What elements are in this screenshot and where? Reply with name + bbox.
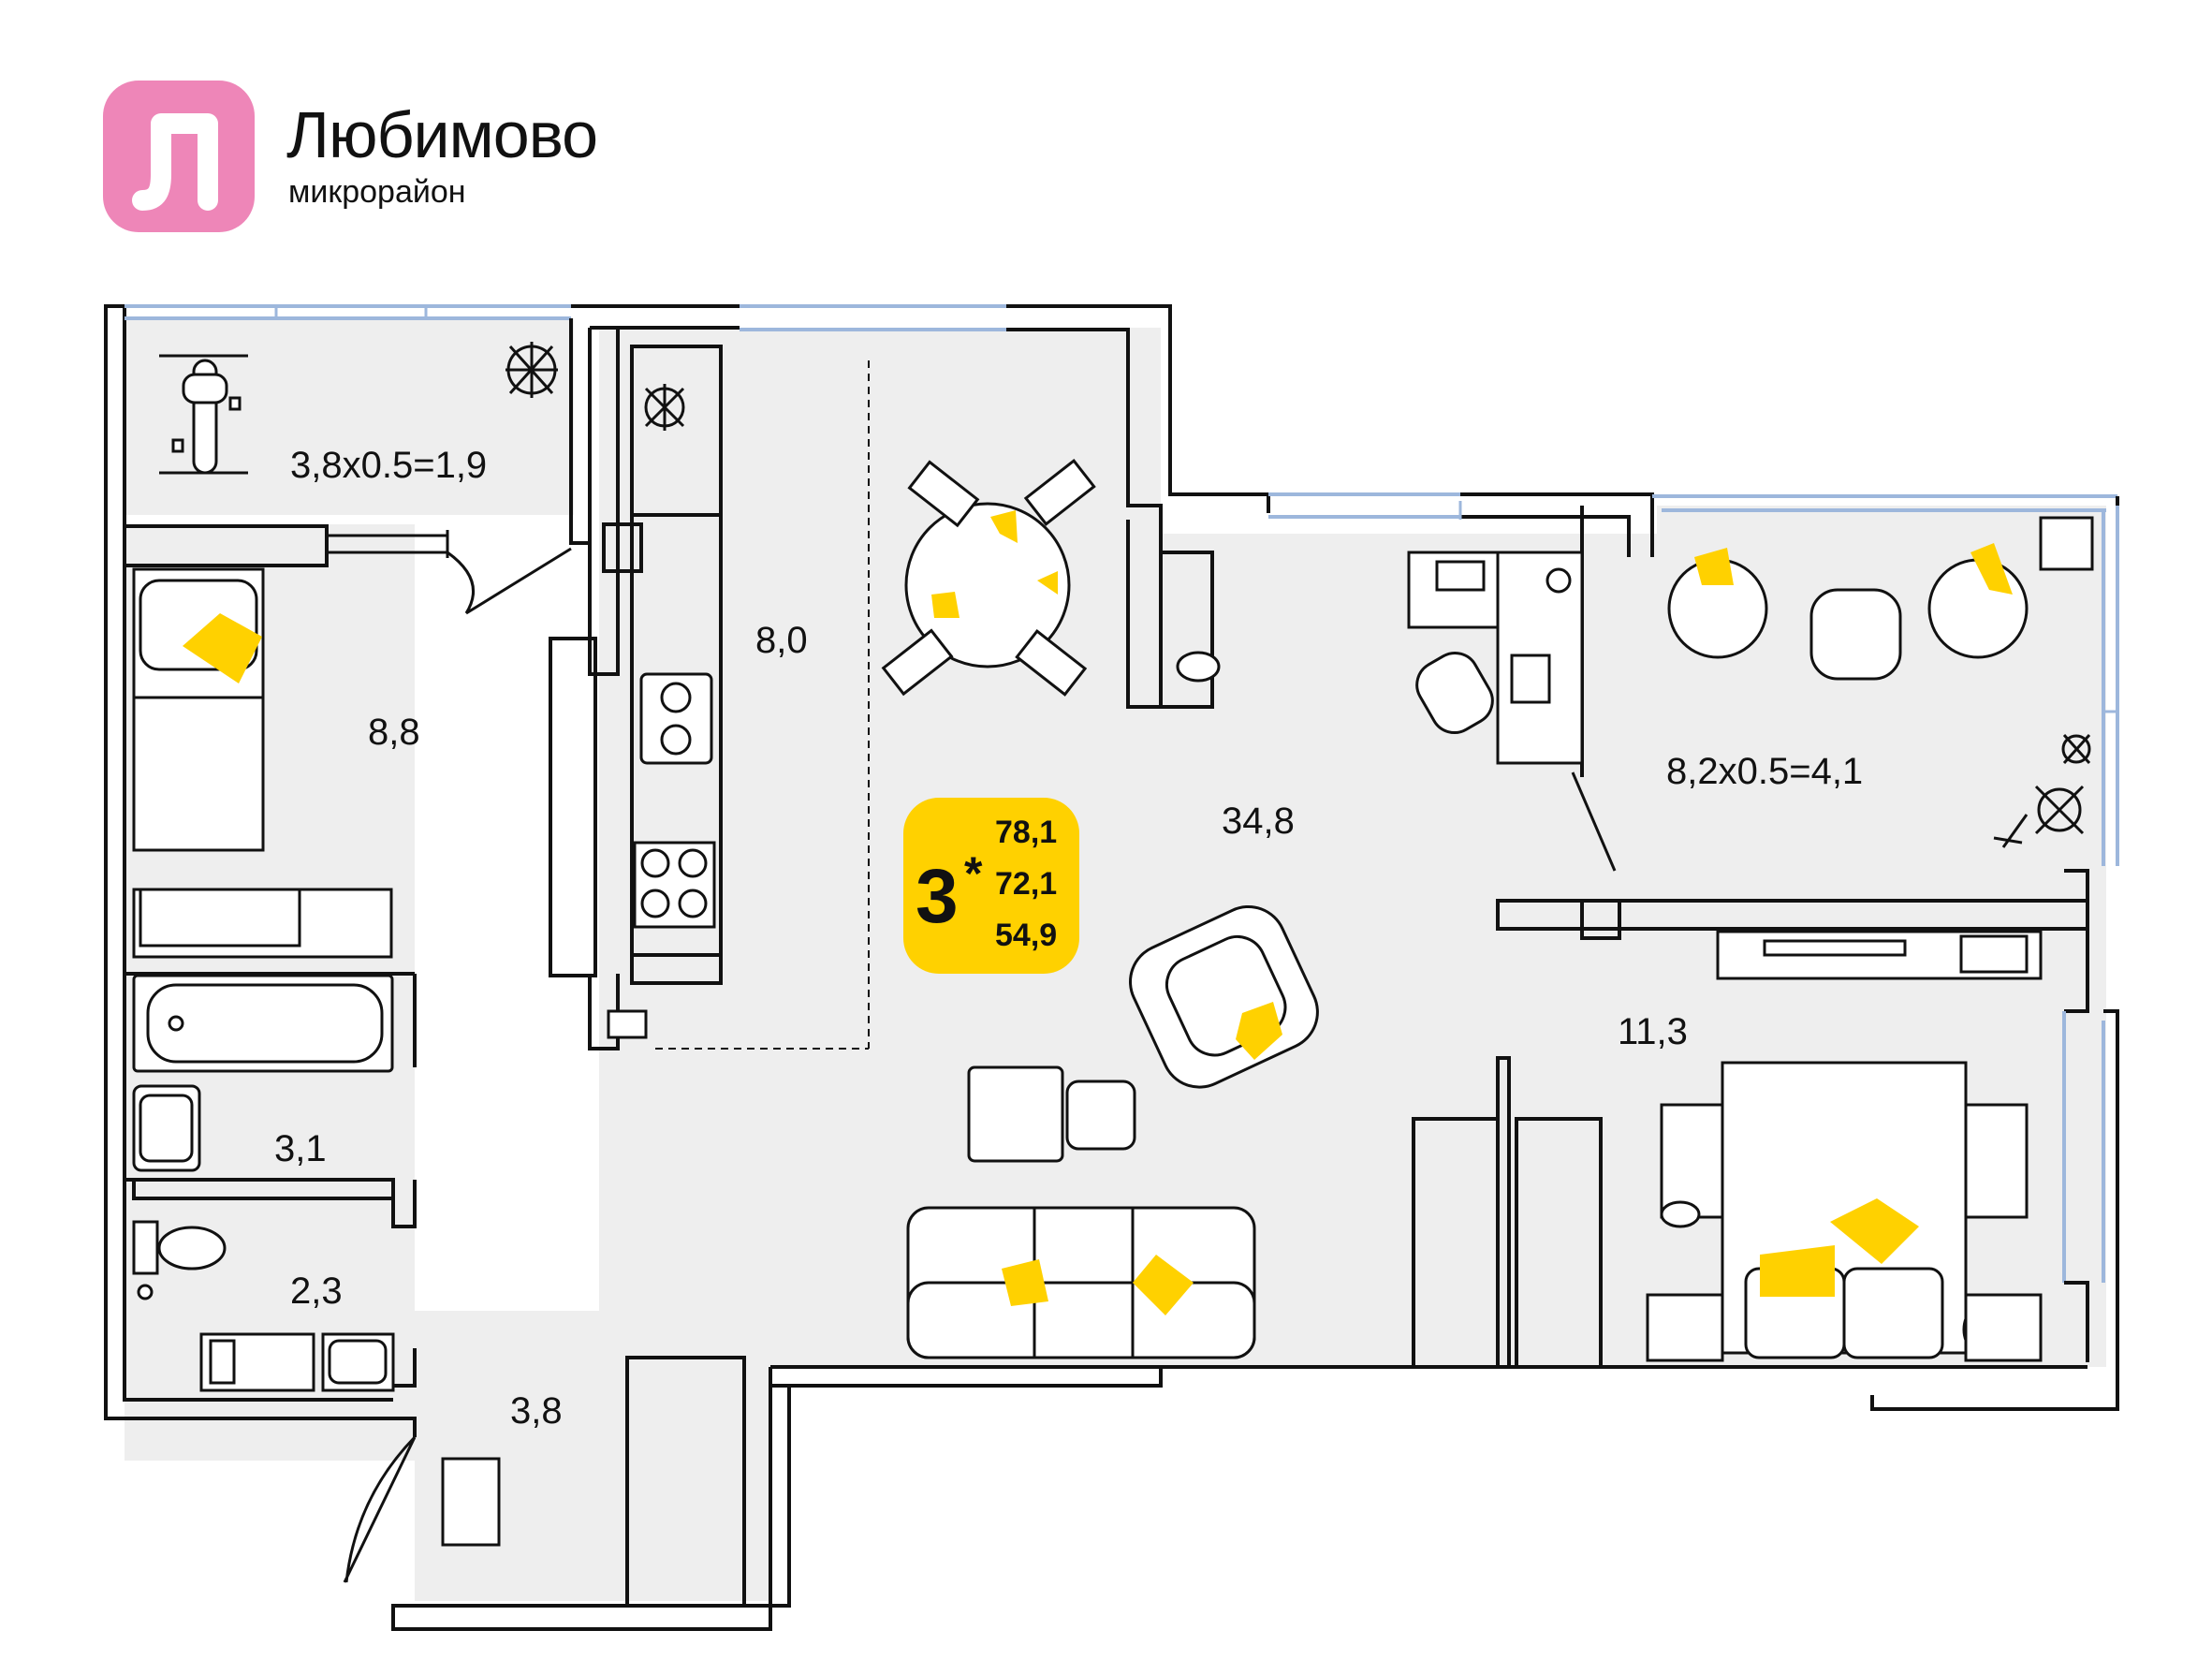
room-label-bedroom-small: 8,8 bbox=[368, 712, 420, 753]
area-reduced: 72,1 bbox=[995, 866, 1057, 902]
room-label-hallway: 3,8 bbox=[510, 1390, 563, 1432]
logo-letter-icon bbox=[132, 113, 218, 211]
walls bbox=[104, 304, 2119, 1631]
brand-subtitle: микрорайон bbox=[288, 174, 466, 210]
exercise-bike-icon bbox=[159, 354, 248, 475]
rooms-count: 3 bbox=[916, 854, 959, 939]
brand-logo bbox=[103, 81, 255, 232]
apartment-badge: 3 * 78,1 72,1 54,9 bbox=[903, 798, 1079, 974]
rooms-mark: * bbox=[964, 847, 983, 900]
bed-icon bbox=[132, 567, 265, 852]
brand-name: Любимово bbox=[286, 98, 598, 171]
room-labels: 3,8x0.5=1,9 8,8 8,0 34,8 8,2x0.5=4,1 11,… bbox=[274, 445, 1863, 1432]
room-label-balcony-right: 8,2x0.5=4,1 bbox=[1666, 751, 1863, 792]
room-label-bedroom-master: 11,3 bbox=[1618, 1011, 1688, 1052]
area-total: 78,1 bbox=[995, 815, 1057, 850]
plant-icon bbox=[505, 342, 558, 398]
room-label-kitchen: 8,0 bbox=[755, 620, 808, 661]
window-ticks bbox=[274, 306, 2117, 713]
room-label-living: 34,8 bbox=[1222, 801, 1295, 842]
room-label-bathroom: 3,1 bbox=[274, 1128, 327, 1169]
furniture bbox=[132, 354, 2094, 1547]
plant-icon bbox=[1993, 785, 2085, 848]
room-label-toilet: 2,3 bbox=[290, 1271, 343, 1312]
room-label-balcony-left: 3,8x0.5=1,9 bbox=[290, 445, 487, 486]
plant-icon bbox=[644, 384, 685, 431]
area-living: 54,9 bbox=[995, 918, 1057, 953]
pillows bbox=[183, 510, 2013, 1315]
plant-icon bbox=[2061, 733, 2091, 765]
plant-icons bbox=[505, 342, 2091, 848]
